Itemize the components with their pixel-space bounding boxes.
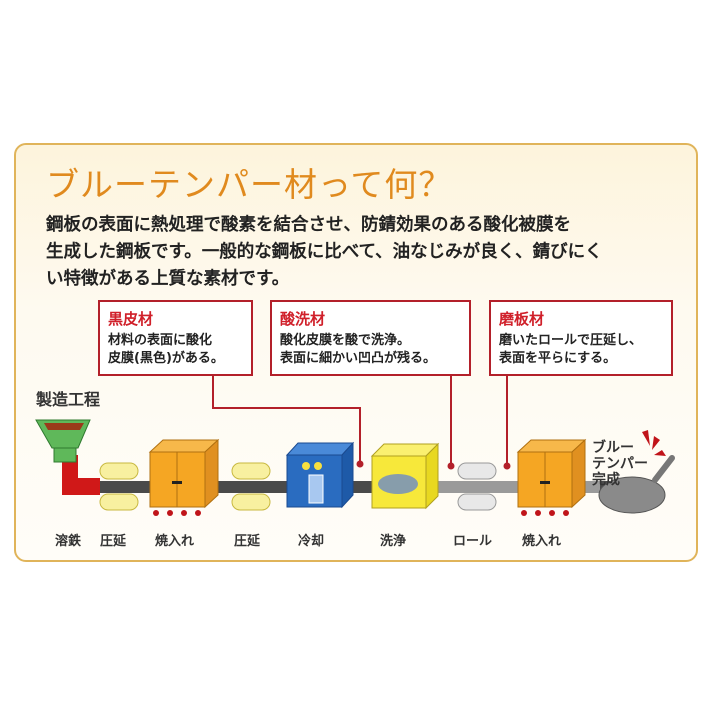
step-label: 焼入れ <box>522 534 562 549</box>
process-title: 製造工程 <box>36 390 101 409</box>
result-line: テンパー <box>592 456 648 472</box>
intro-line: 鋼板の表面に熱処理で酸素を結合させ、防錆効果のある酸化被膜を <box>46 215 571 235</box>
result-label: ブルー テンパー 完成 <box>592 440 648 488</box>
intro-line: い特徴がある上質な素材です。 <box>46 269 290 289</box>
step-label: 冷却 <box>298 534 325 549</box>
step-label: 溶鉄 <box>55 534 82 549</box>
step-label: 洗浄 <box>380 534 407 549</box>
oven-icon <box>148 438 220 516</box>
material-heading: 磨板材 <box>499 310 545 328</box>
result-line: ブルー <box>592 440 634 456</box>
wash-icon <box>370 442 440 510</box>
step-label: ロール <box>453 534 493 549</box>
oven-icon <box>516 438 587 516</box>
step-label: 圧延 <box>100 534 127 549</box>
roller-icon <box>99 462 139 511</box>
material-desc: 酸化皮膜を酸で洗浄。 <box>280 333 411 348</box>
result-line: 完成 <box>592 472 620 488</box>
material-desc: 材料の表面に酸化 <box>108 333 213 348</box>
cooler-icon <box>285 441 355 509</box>
intro-line: 生成した鋼板です。一般的な鋼板に比べて、油なじみが良く、錆びにく <box>46 242 603 262</box>
funnel-icon <box>35 419 91 463</box>
material-heading: 黒皮材 <box>108 310 154 328</box>
material-card-black-skin: 黒皮材 材料の表面に酸化 皮膜(黒色)がある。 <box>98 300 253 376</box>
intro-text: 鋼板の表面に熱処理で酸素を結合させ、防錆効果のある酸化被膜を 生成した鋼板です。… <box>46 212 686 293</box>
connector-black-skin <box>212 376 361 462</box>
step-label: 焼入れ <box>155 534 195 549</box>
material-desc: 磨いたロールで圧延し、 <box>499 333 643 348</box>
material-heading: 酸洗材 <box>280 310 326 328</box>
roller-icon <box>457 462 497 511</box>
step-label: 圧延 <box>234 534 261 549</box>
frying-pan-icon <box>598 430 675 514</box>
material-desc: 皮膜(黒色)がある。 <box>108 351 224 366</box>
roller-icon <box>231 462 271 511</box>
material-desc: 表面を平らにする。 <box>499 351 617 366</box>
material-card-polished: 磨板材 磨いたロールで圧延し、 表面を平らにする。 <box>489 300 673 376</box>
molten-iron <box>62 455 100 495</box>
material-card-pickled: 酸洗材 酸化皮膜を酸で洗浄。 表面に細かい凹凸が残る。 <box>270 300 471 376</box>
material-desc: 表面に細かい凹凸が残る。 <box>280 351 437 366</box>
page-title: ブルーテンパー材って何？ <box>46 165 453 204</box>
